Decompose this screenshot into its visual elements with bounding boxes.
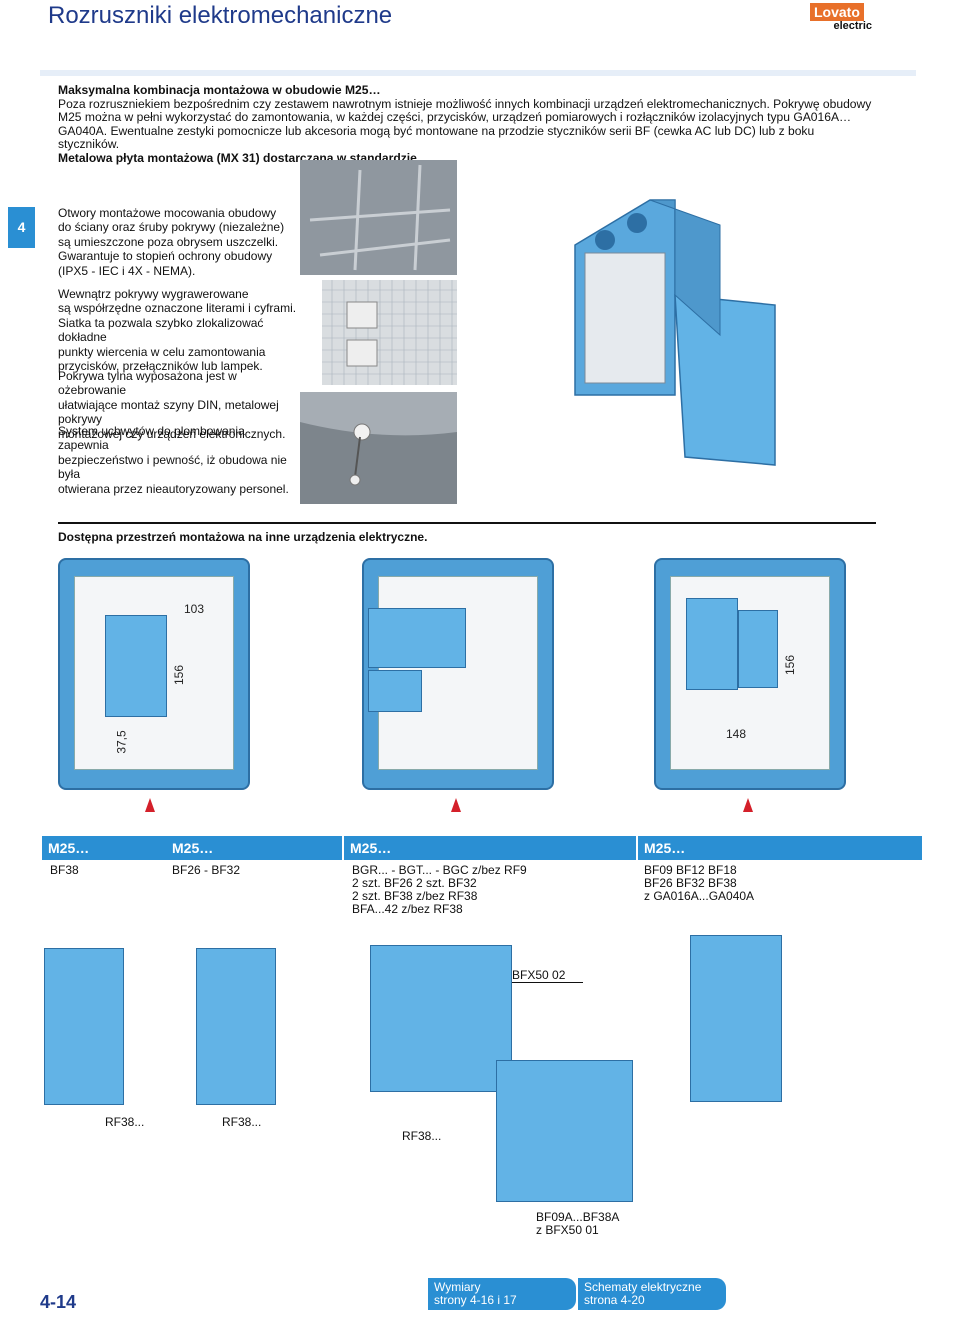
red-arrow-icon — [743, 798, 753, 812]
contactor — [686, 598, 738, 690]
lovato-logo: Lovato electric — [810, 3, 872, 32]
intro-body: Poza rozruszniekiem bezpośrednim czy zes… — [58, 96, 872, 151]
starter-illustration-2 — [196, 948, 276, 1105]
dimension-label: 156 — [172, 664, 187, 686]
accessory-label: RF38... — [222, 1115, 262, 1129]
red-arrow-icon — [451, 798, 461, 812]
chapter-tab: 4 — [8, 207, 35, 248]
model-bar: M25… — [166, 836, 342, 860]
dimension-label: 103 — [184, 602, 205, 616]
model-bar: M25… — [638, 836, 922, 860]
enclosure-3d-illustration — [555, 195, 795, 475]
page-number: 4-14 — [40, 1292, 77, 1312]
feature-text-3: Pokrywa tylna wyposażona jest w ożebrowa… — [58, 369, 286, 441]
intro-note: Metalowa płyta montażowa (MX 31) dostarc… — [58, 150, 421, 165]
red-arrow-icon — [145, 798, 155, 812]
section-divider — [58, 522, 876, 524]
enclosure-panel-3 — [654, 558, 846, 790]
intro-heading: Maksymalna kombinacja montażowa w obudow… — [58, 83, 381, 97]
logo-text: Lovato — [810, 3, 864, 21]
model-list: BF26 - BF32 — [172, 863, 241, 877]
starter-illustration-1 — [44, 948, 124, 1105]
feature-text-2: Wewnątrz pokrywy wygrawerowane są współr… — [58, 287, 297, 374]
dimension-label: 37,5 — [114, 730, 129, 754]
model-list: BF38 — [50, 863, 79, 877]
overload-relay — [368, 670, 422, 712]
intro-block: Maksymalna kombinacja montażowa w obudow… — [58, 83, 878, 165]
footer-link-dimensions[interactable]: Wymiary strony 4-16 i 17 — [428, 1278, 576, 1310]
photo-cover-grid — [322, 280, 457, 385]
dimension-label: 148 — [726, 727, 747, 741]
section-title: Dostępna przestrzeń montażowa na inne ur… — [58, 530, 428, 544]
accessory-label: BFX50 02 — [512, 969, 584, 983]
starter-with-isolator-illustration — [690, 935, 782, 1102]
model-list: BGR... - BGT... - BGC z/bez RF9 2 szt. B… — [352, 863, 527, 916]
accessory-label: RF38... — [105, 1115, 145, 1129]
top-band — [40, 70, 916, 76]
contactor-pair — [368, 608, 466, 668]
reversing-starter-illustration — [370, 945, 512, 1092]
isolator-switch — [738, 610, 778, 688]
enclosure-panel-2 — [362, 558, 554, 790]
model-bar: M25… — [344, 836, 636, 860]
dimension-label: 156 — [783, 654, 798, 676]
model-bar: M25… — [42, 836, 166, 860]
accessory-label: RF38... — [402, 1129, 442, 1143]
footer-link-diagrams[interactable]: Schematy elektryczne strona 4-20 — [578, 1278, 726, 1310]
feature-text-4: System uchwytów do plombowania zapewnia … — [58, 424, 289, 496]
model-list: BF09 BF12 BF18 BF26 BF32 BF38 z GA016A..… — [644, 863, 755, 903]
accessory-label: BF09A...BF38A z BFX50 01 — [536, 1210, 620, 1237]
feature-text-1: Otwory montażowe mocowania obudowy do śc… — [58, 206, 285, 278]
page-title: Rozruszniki elektromechaniczne — [48, 2, 393, 29]
logo-subtext: electric — [833, 20, 872, 32]
photo-mounting-holes — [300, 160, 457, 275]
photo-seal-holder — [300, 392, 457, 504]
reversing-starter-illustration-2 — [496, 1060, 633, 1202]
enclosure-panel-1 — [58, 558, 250, 790]
contactor-bf38 — [105, 615, 167, 717]
